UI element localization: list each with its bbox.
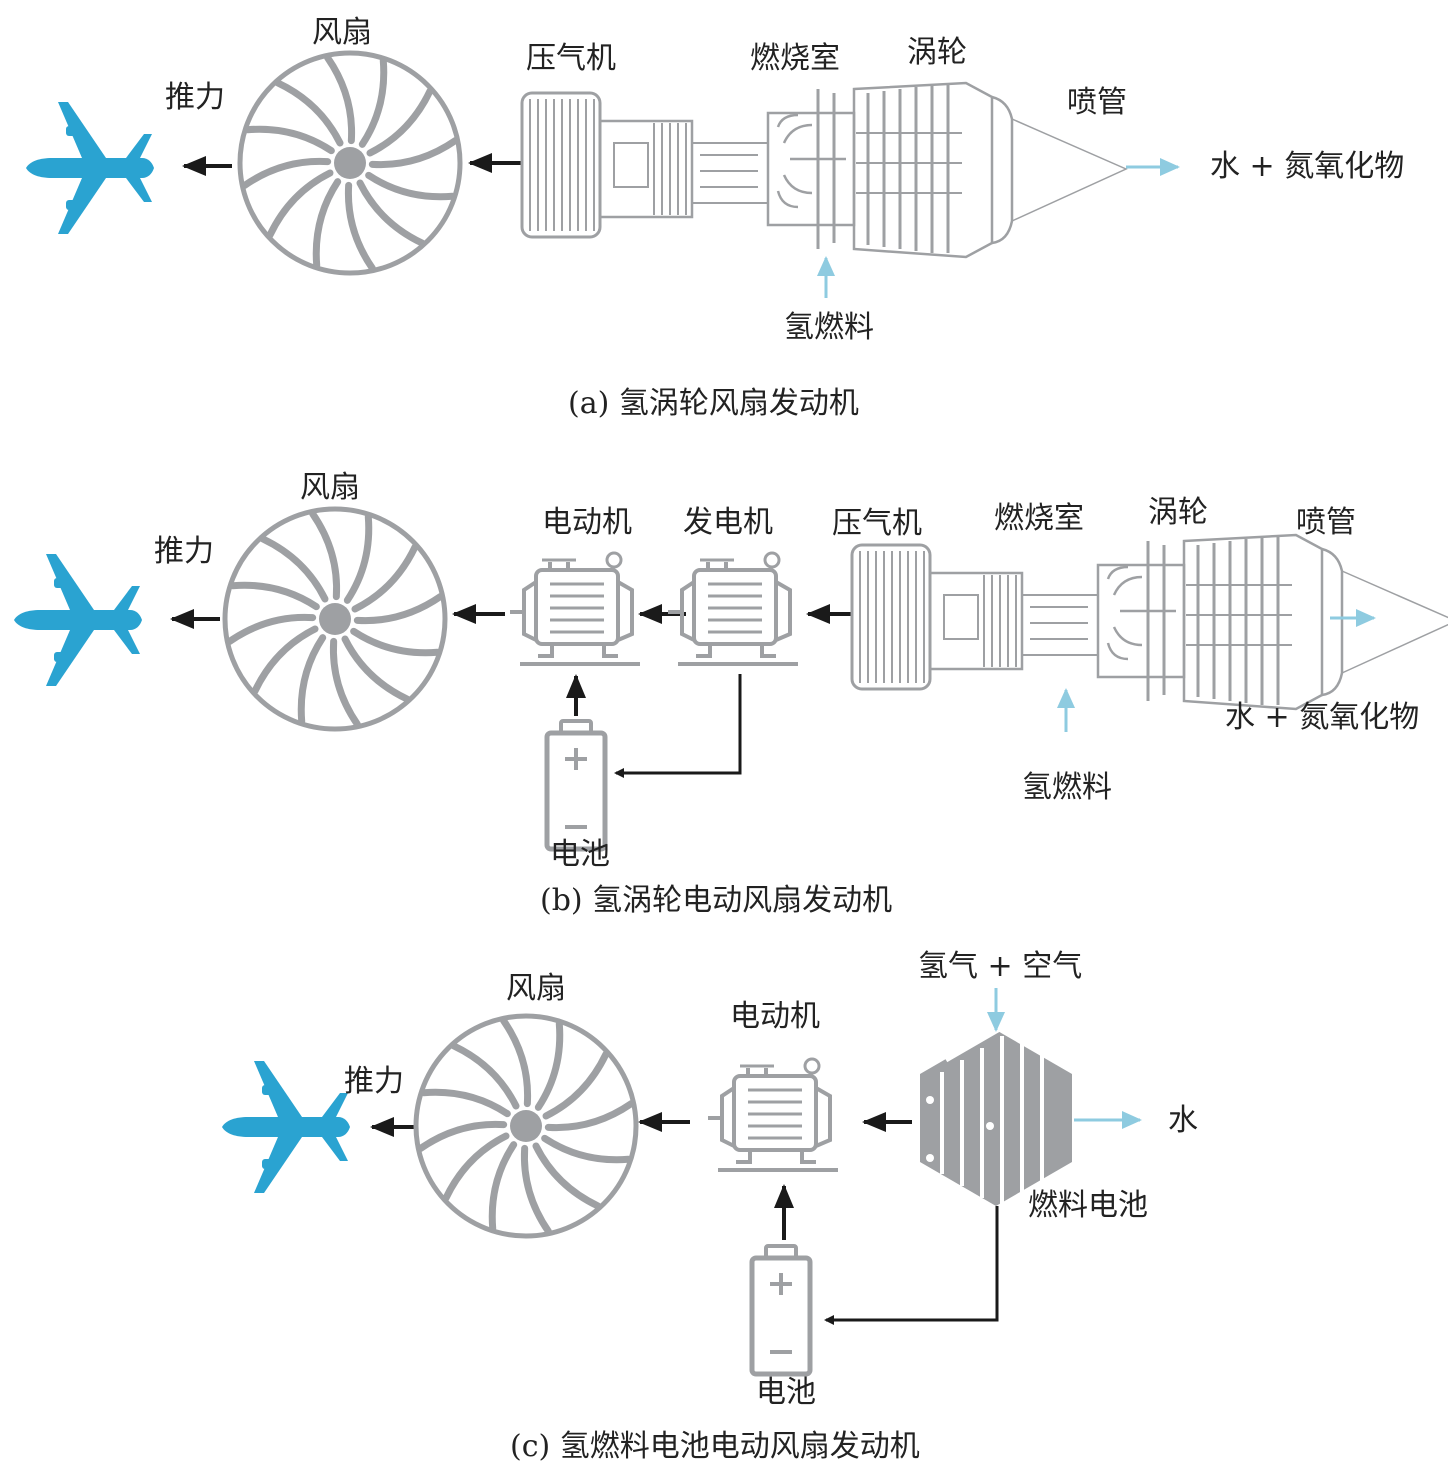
airplane-icon xyxy=(222,1061,350,1193)
nozzle-label: 喷管 xyxy=(1067,85,1127,120)
generator-icon xyxy=(666,551,800,666)
inputs-label: 氢气 + 空气 xyxy=(918,949,1082,984)
battery-label: 电池 xyxy=(756,1375,816,1410)
motor-label: 电动机 xyxy=(542,505,632,540)
turbine-engine-icon xyxy=(850,533,1448,711)
fan-label: 风扇 xyxy=(506,971,566,1006)
generator-to-battery-line xyxy=(614,674,742,778)
airplane-icon xyxy=(14,554,142,686)
fan-icon xyxy=(225,509,445,729)
thrust-label: 推力 xyxy=(154,534,214,569)
turbine-label: 涡轮 xyxy=(1148,495,1208,530)
fan-label: 风扇 xyxy=(300,470,360,505)
thrust-label: 推力 xyxy=(344,1064,404,1099)
caption-b: (b) 氢涡轮电动风扇发动机 xyxy=(540,883,892,918)
motor-label: 电动机 xyxy=(730,999,820,1034)
nozzle-label: 喷管 xyxy=(1296,505,1356,540)
fan-label: 风扇 xyxy=(312,15,372,50)
turbine-label: 涡轮 xyxy=(907,35,967,70)
fuel-label: 氢燃料 xyxy=(784,310,874,345)
exhaust-label: 水 + 氮氧化物 xyxy=(1225,700,1419,735)
battery-icon xyxy=(752,1246,810,1374)
battery-icon xyxy=(547,721,605,849)
combustor-label: 燃烧室 xyxy=(750,41,840,76)
fuel-label: 氢燃料 xyxy=(1022,770,1112,805)
thrust-label: 推力 xyxy=(165,80,225,115)
fuel-cell-label: 燃料电池 xyxy=(1028,1188,1148,1223)
compressor-label: 压气机 xyxy=(526,41,616,76)
battery-label: 电池 xyxy=(550,837,610,872)
panel-c: 推力 风扇 电动机 氢气 + 空气 水 燃料电池 电池 (c) 氢燃料电池电动风… xyxy=(222,949,1198,1464)
panel-b: 推力 风扇 电动机 发电机 压气机 燃烧室 涡轮 喷管 水 + 氮氧化物 氢燃料… xyxy=(14,470,1448,918)
fuelcell-to-battery-line xyxy=(824,1206,999,1325)
fan-icon xyxy=(416,1016,636,1236)
water-label: 水 xyxy=(1168,1103,1198,1138)
compressor-label: 压气机 xyxy=(832,506,922,541)
caption-a: (a) 氢涡轮风扇发动机 xyxy=(568,386,859,421)
electric-motor-icon xyxy=(508,551,642,666)
electric-motor-icon xyxy=(706,1057,840,1172)
caption-c: (c) 氢燃料电池电动风扇发动机 xyxy=(510,1429,920,1464)
generator-label: 发电机 xyxy=(683,505,773,540)
airplane-icon xyxy=(26,102,154,234)
panel-a: 推力 风扇 压气机 燃烧室 涡轮 喷管 水 + 氮氧化物 氢燃料 (a) 氢涡轮… xyxy=(26,15,1404,421)
exhaust-label: 水 + 氮氧化物 xyxy=(1210,149,1404,184)
turbine-engine-icon xyxy=(520,81,1128,259)
fan-icon xyxy=(240,53,460,273)
combustor-label: 燃烧室 xyxy=(994,501,1084,536)
